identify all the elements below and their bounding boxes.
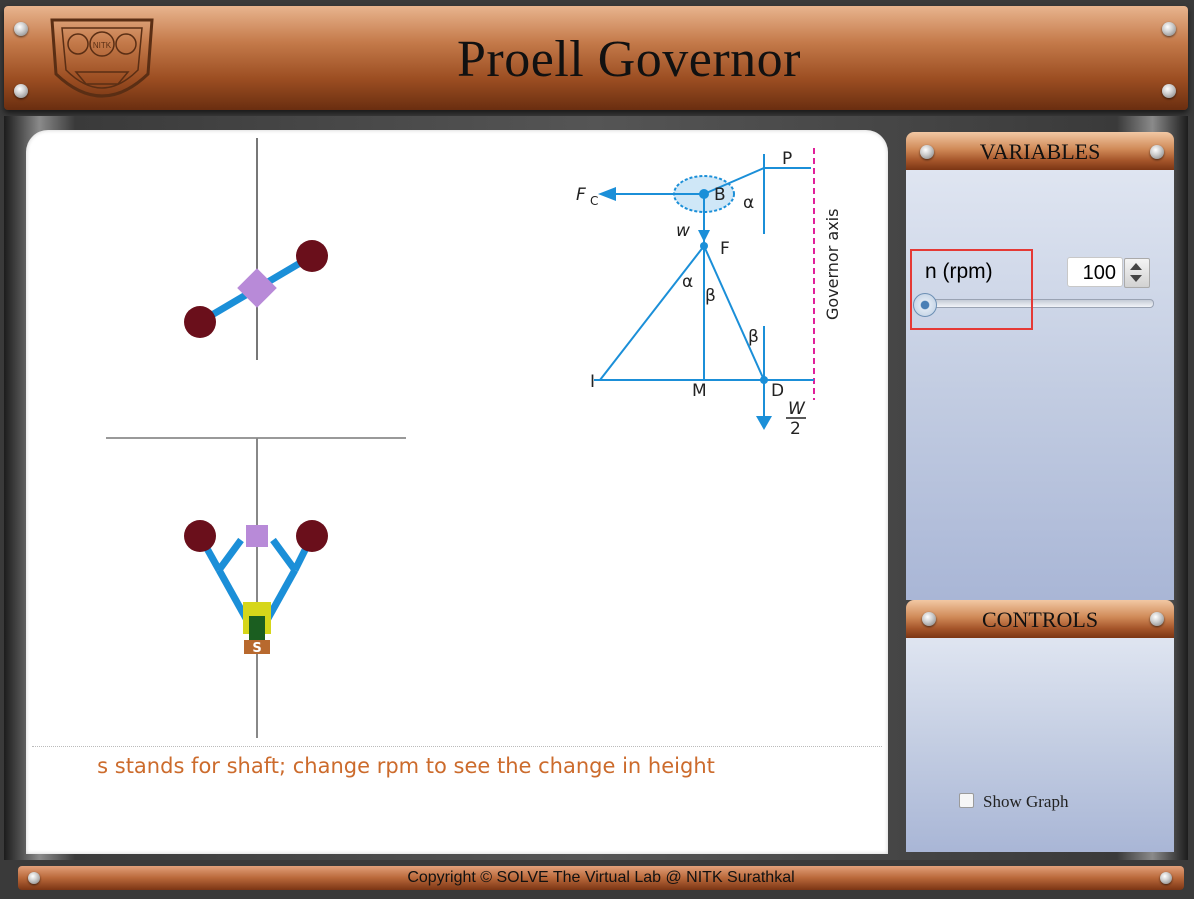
front-ball-right [296,520,328,552]
stepper-up-icon[interactable] [1130,263,1142,270]
label-beta-mid: β [705,286,716,306]
stepper-down-icon[interactable] [1130,275,1142,282]
rivet-icon [1150,145,1164,159]
shaft-label: S [252,641,261,656]
footer-bar: Copyright © SOLVE The Virtual Lab @ NITK… [18,866,1184,890]
rpm-stepper[interactable] [1124,258,1150,288]
label-i: I [590,372,595,392]
rivet-icon [1162,84,1176,98]
variables-heading: VARIABLES [906,132,1174,170]
rivet-icon [14,22,28,36]
rivet-icon [28,872,40,884]
label-beta-low: β [748,327,759,347]
label-d: D [771,381,784,401]
rpm-label: n (rpm) [925,260,993,283]
label-alpha-mid: α [682,272,693,292]
rpm-slider-thumb[interactable] [913,293,937,317]
label-w-big: W [788,399,806,419]
top-view-ball-left [184,306,216,338]
controls-heading: CONTROLS [906,600,1174,638]
upper-arm-right [270,537,298,573]
variables-panel [906,170,1174,600]
nitk-logo: NITK [50,18,154,98]
label-alpha-top: α [743,193,754,213]
label-f: F [720,239,730,259]
upper-arm-left [216,537,244,573]
front-ball-left [184,520,216,552]
label-m: M [692,381,707,401]
hint-text: s stands for shaft; change rpm to see th… [97,754,715,778]
top-view-sleeve [237,268,277,308]
rpm-input[interactable]: 100 [1067,257,1123,287]
label-w: w [676,221,690,241]
label-two: 2 [790,419,801,439]
reference-diagram [594,148,815,430]
sleeve-collar [249,616,265,640]
divider-line [32,746,882,747]
show-graph-label[interactable]: Show Graph [983,792,1069,811]
label-fc-sub: C [590,194,598,208]
simulation-drawing: S F C B P α w F [106,138,842,738]
label-b: B [714,185,726,205]
rivet-icon [920,145,934,159]
controls-panel [906,638,1174,852]
svg-text:NITK: NITK [93,41,112,50]
rivet-icon [14,84,28,98]
selection-highlight [910,249,1033,330]
rivet-icon [1150,612,1164,626]
rivet-icon [1160,872,1172,884]
header-bar: NITK Proell Governor [4,6,1188,110]
rivet-icon [922,612,936,626]
show-graph-checkbox[interactable] [959,793,974,808]
simulation-canvas: S F C B P α w F [26,130,888,854]
label-fc: F [576,185,586,205]
rivet-icon [1162,22,1176,36]
top-view-ball-right [296,240,328,272]
front-sleeve [246,525,268,547]
page-title: Proell Governor [457,31,801,88]
shaft-base [244,640,270,654]
label-p: P [782,149,792,169]
label-governor-axis: Governor axis [823,209,842,320]
copyright-text: Copyright © SOLVE The Virtual Lab @ NITK… [407,869,795,886]
